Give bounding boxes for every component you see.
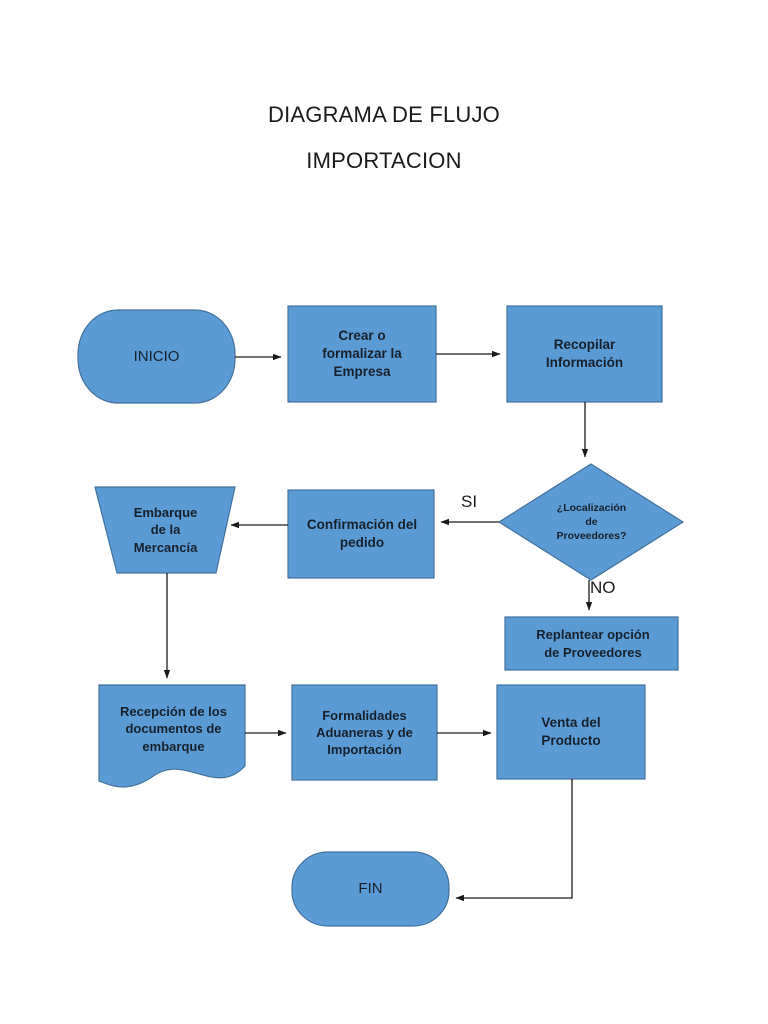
node-recopilar-informacion[interactable] — [506, 305, 663, 403]
edge-venta-to-fin — [455, 779, 573, 902]
node-fin[interactable] — [291, 851, 450, 927]
node-crear-empresa[interactable] — [287, 305, 437, 403]
node-formalidades-aduaneras[interactable] — [291, 684, 438, 781]
node-confirmacion-pedido[interactable] — [287, 489, 435, 579]
node-embarque-mercancia[interactable] — [94, 486, 236, 574]
node-recepcion-documentos[interactable] — [98, 684, 246, 788]
node-localizacion-proveedores[interactable] — [497, 463, 685, 581]
node-replantear-proveedores[interactable] — [504, 616, 679, 671]
node-venta-producto[interactable] — [496, 684, 646, 780]
node-inicio[interactable] — [77, 309, 236, 404]
